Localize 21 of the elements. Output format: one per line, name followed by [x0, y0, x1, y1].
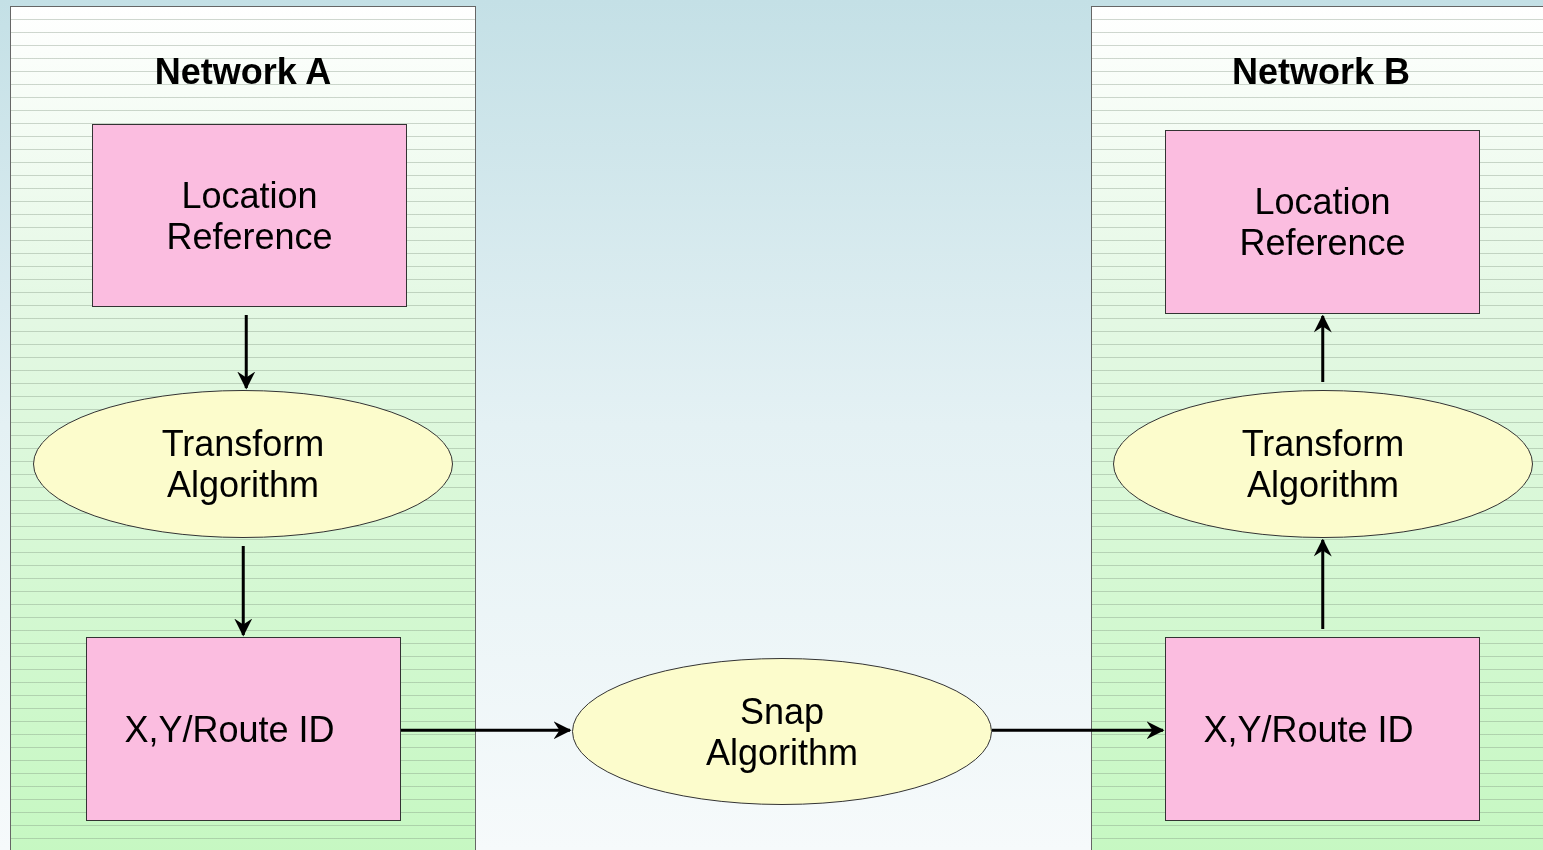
node-text: Location Reference	[1238, 181, 1407, 263]
node-text: Transform Algorithm	[160, 423, 326, 505]
arrow	[234, 546, 253, 637]
process-box	[1165, 130, 1480, 314]
node-text: X,Y/Route ID	[1203, 708, 1414, 750]
node-text: X,Y/Route ID	[124, 708, 335, 750]
arrow	[237, 315, 256, 390]
process-box	[1165, 637, 1480, 821]
process-box	[92, 124, 407, 307]
process-box	[86, 637, 401, 821]
arrow	[401, 721, 572, 740]
panel-title: Network B	[1231, 51, 1411, 93]
node-text: Location Reference	[165, 174, 334, 257]
arrow	[991, 721, 1165, 740]
network-panel	[10, 6, 476, 850]
arrow	[1313, 538, 1332, 629]
network-panel	[1091, 6, 1543, 850]
arrow	[1313, 314, 1332, 382]
panel-title: Network A	[153, 51, 333, 93]
node-text: Transform Algorithm	[1240, 423, 1406, 505]
node-text: Snap Algorithm	[704, 690, 860, 773]
